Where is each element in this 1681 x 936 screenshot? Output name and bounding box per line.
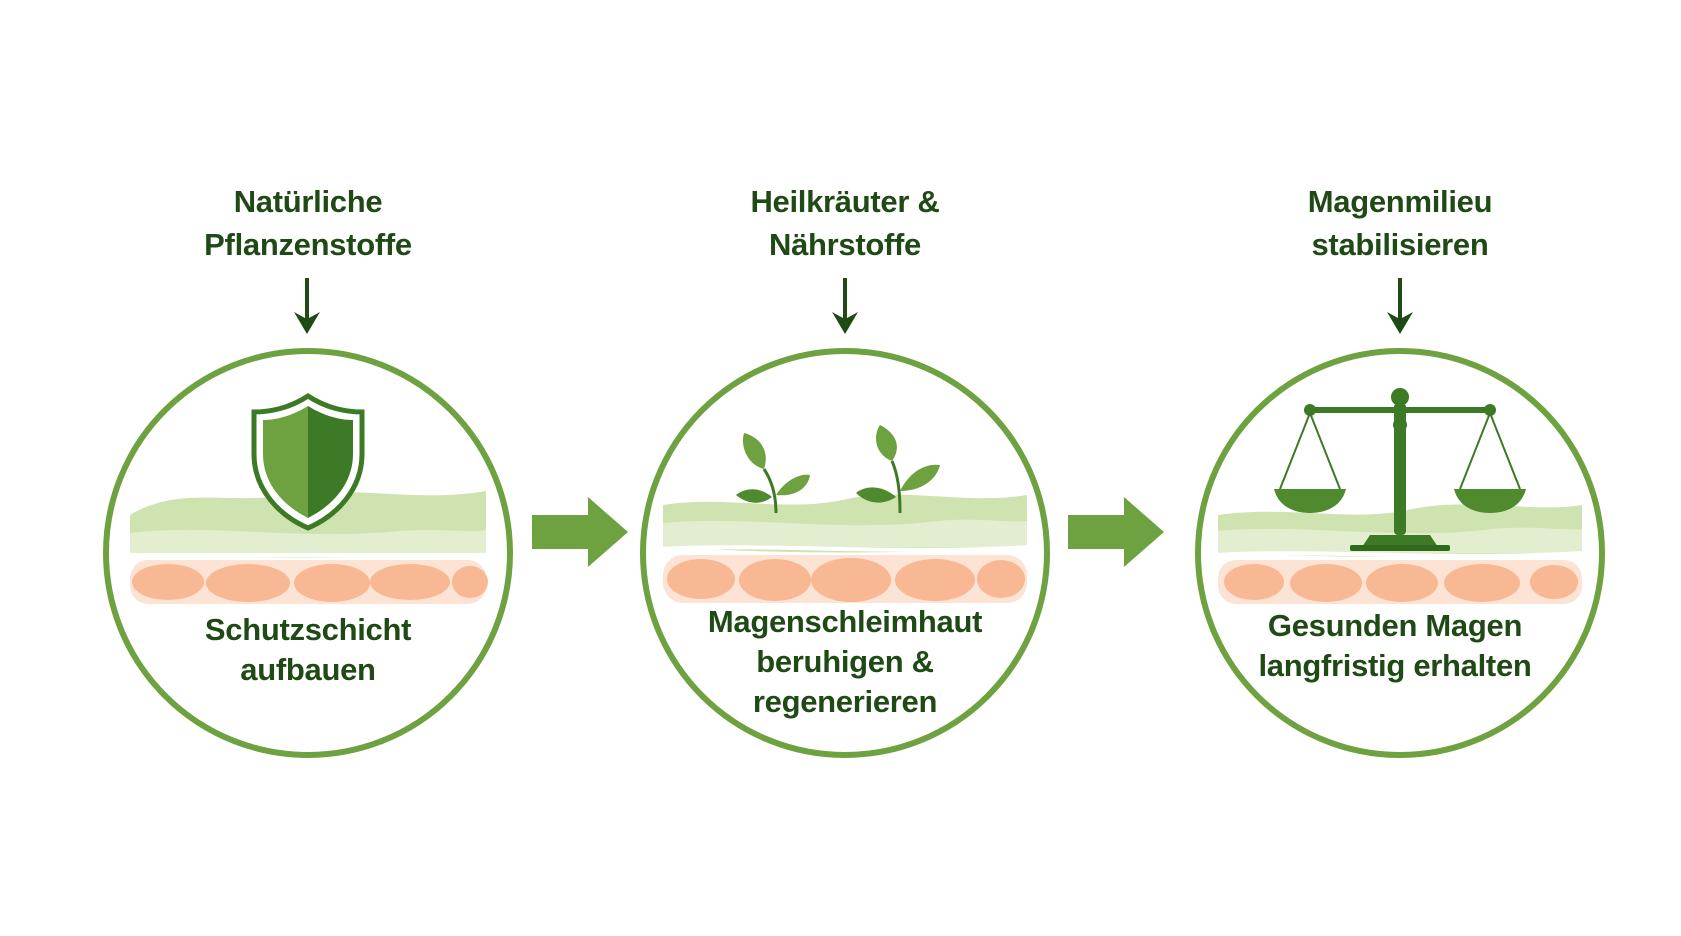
step-1-result-line-2: aufbauen bbox=[240, 652, 376, 687]
step-2-input-label: Heilkräuter & Nährstoffe bbox=[665, 180, 1025, 266]
step-2-result-line-1: Magenschleimhaut bbox=[707, 604, 983, 639]
step-1-input-line-1: Natürliche bbox=[233, 184, 383, 219]
step-2-down-arrow-icon bbox=[832, 278, 858, 334]
step-3-down-arrow-icon bbox=[1387, 278, 1413, 334]
balance-scale-icon bbox=[1274, 388, 1526, 551]
step-1-down-arrow-icon bbox=[294, 278, 320, 334]
step-1-input-line-2: Pflanzenstoffe bbox=[204, 227, 412, 262]
step-3-input-label: Magenmilieu stabilisieren bbox=[1220, 180, 1580, 266]
step-2-result-label: Magenschleimhaut beruhigen & regeneriere… bbox=[665, 602, 1025, 722]
step-3-result-line-1: Gesunden Magen bbox=[1267, 608, 1523, 643]
step-2-input-line-2: Nährstoffe bbox=[768, 227, 921, 262]
step-2-result-line-3: regenerieren bbox=[752, 684, 938, 719]
step-3-result-line-2: langfristig erhalten bbox=[1258, 648, 1532, 683]
step-1-circle bbox=[103, 348, 513, 758]
step-2-input-line-1: Heilkräuter & bbox=[750, 184, 940, 219]
step-2-result-line-2: beruhigen & bbox=[756, 644, 934, 679]
step-3-result-label: Gesunden Magen langfristig erhalten bbox=[1215, 606, 1575, 686]
step-3-input-line-2: stabilisieren bbox=[1311, 227, 1489, 262]
step-1-input-label: Natürliche Pflanzenstoffe bbox=[128, 180, 488, 266]
step-3-input-line-1: Magenmilieu bbox=[1307, 184, 1493, 219]
step-1-mucosa-layer bbox=[130, 491, 488, 604]
step-2-circle bbox=[640, 348, 1050, 758]
flow-arrow-2-icon bbox=[1068, 497, 1164, 567]
flow-arrow-1-icon bbox=[532, 497, 628, 567]
step-1-result-line-1: Schutzschicht bbox=[204, 612, 412, 647]
shield-icon bbox=[251, 392, 365, 531]
step-2-mucosa-layer bbox=[662, 494, 1028, 603]
leaf-sprout-icon bbox=[736, 425, 940, 514]
step-1-result-label: Schutzschicht aufbauen bbox=[128, 610, 488, 690]
